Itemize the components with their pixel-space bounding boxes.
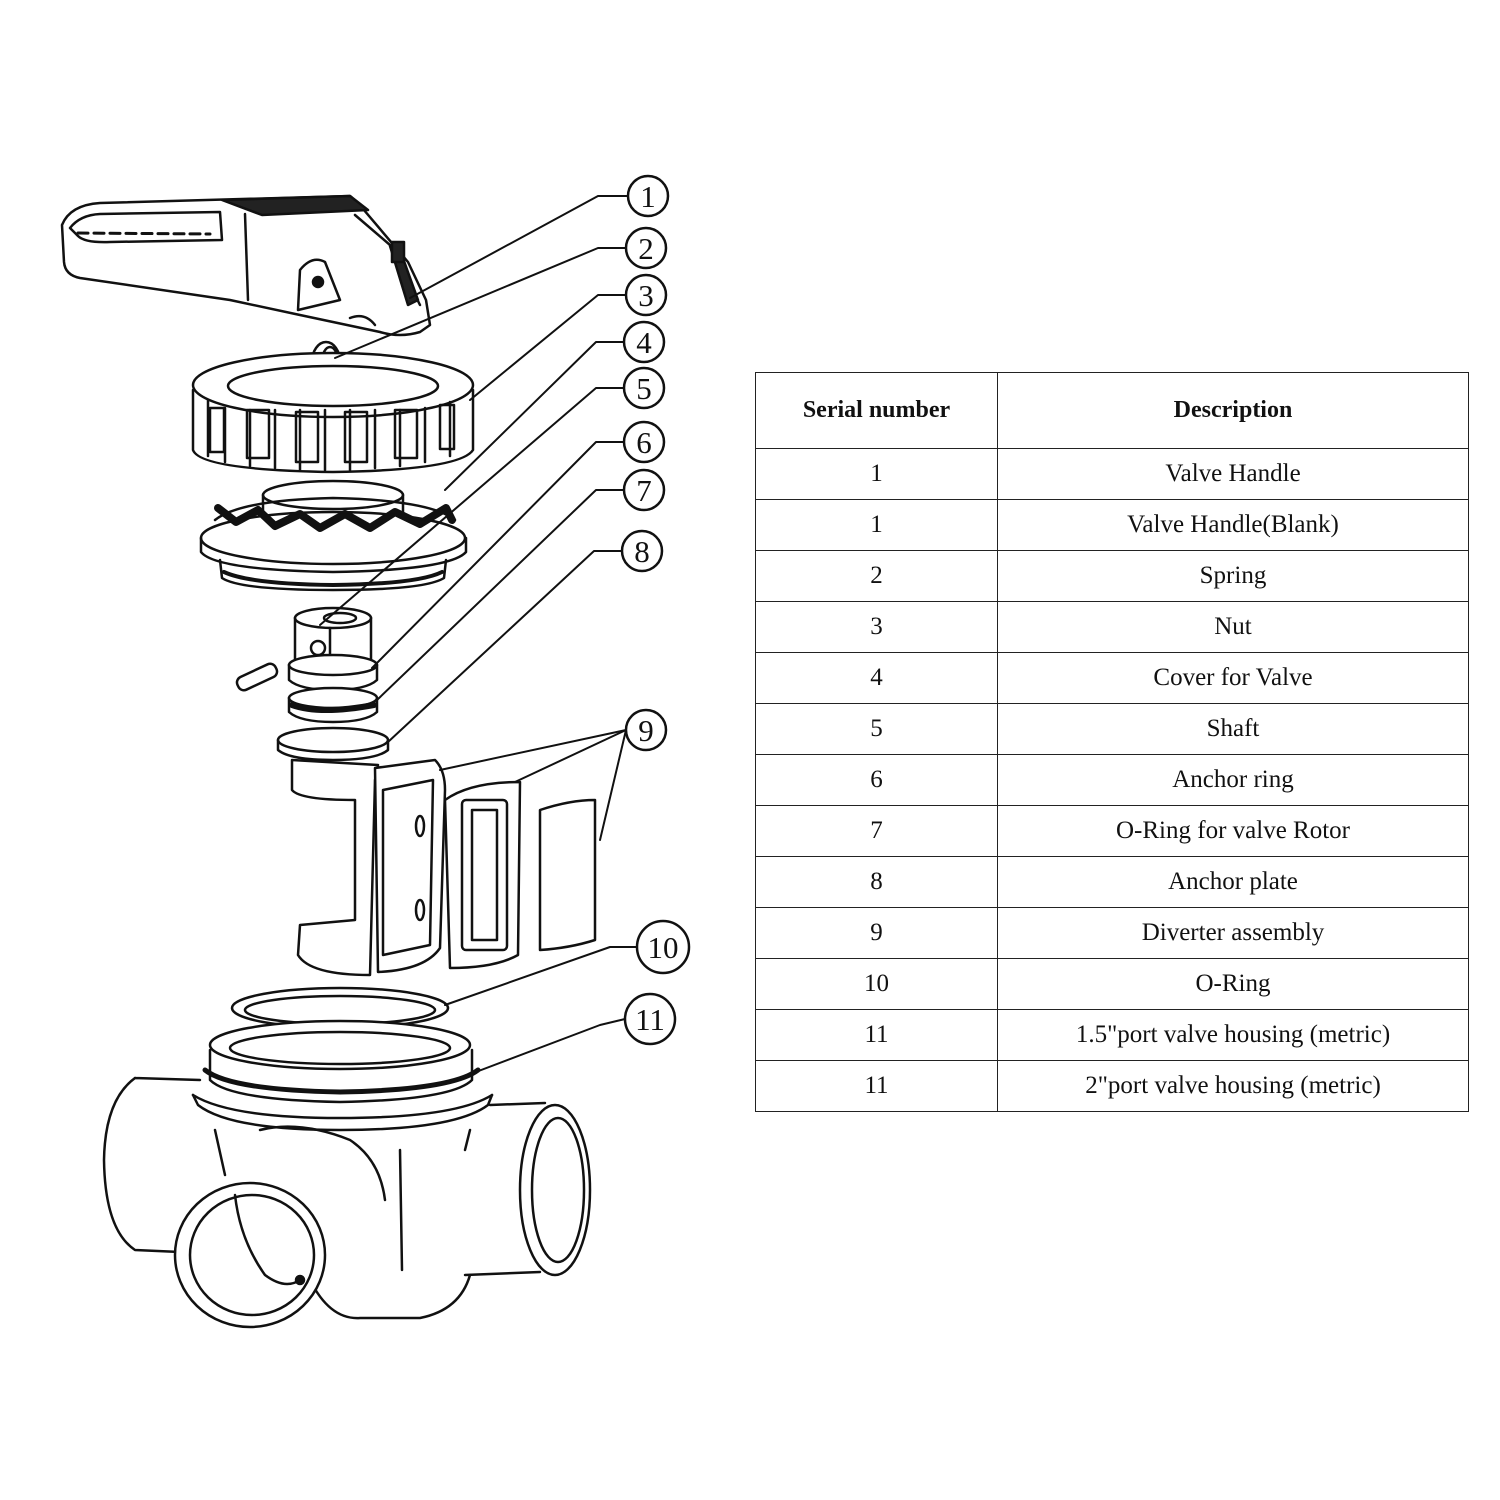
diverter-assembly-drawing: [290, 758, 597, 977]
nut-drawing: [191, 351, 475, 474]
table-header-row: Serial number Description: [755, 372, 1469, 449]
description-cell: Cover for Valve: [997, 652, 1469, 704]
serial-cell: 6: [755, 754, 998, 806]
callout-number: 5: [636, 371, 652, 406]
serial-cell: 11: [755, 1060, 998, 1112]
callout-number: 7: [636, 473, 652, 508]
callout-6: 6: [622, 420, 666, 464]
serial-cell: 11: [755, 1009, 998, 1061]
callout-10: 10: [635, 919, 691, 975]
leader-lines: [319, 195, 638, 1076]
serial-cell: 1: [755, 499, 998, 551]
callout-number: 2: [638, 231, 654, 266]
description-cell: Spring: [997, 550, 1469, 602]
shaft-drawing: [235, 606, 373, 692]
description-cell: 2"port valve housing (metric): [997, 1060, 1469, 1112]
description-cell: Shaft: [997, 703, 1469, 755]
description-cell: Valve Handle: [997, 448, 1469, 500]
callout-number: 9: [638, 713, 654, 748]
serial-number-header: Serial number: [755, 372, 998, 449]
anchor-ring-drawing: [287, 653, 379, 692]
callout-5: 5: [622, 366, 666, 410]
callout-2: 2: [624, 226, 668, 270]
description-cell: Anchor plate: [997, 856, 1469, 908]
serial-cell: 8: [755, 856, 998, 908]
serial-cell: 2: [755, 550, 998, 602]
description-cell: Anchor ring: [997, 754, 1469, 806]
description-cell: Nut: [997, 601, 1469, 653]
callout-number: 6: [636, 425, 652, 460]
anchor-plate-drawing: [276, 726, 390, 762]
rotor-o-ring-drawing: [287, 686, 379, 724]
description-header: Description: [997, 372, 1469, 449]
callout-number: 3: [638, 278, 654, 313]
serial-cell: 10: [755, 958, 998, 1010]
valve-handle-drawing: [60, 194, 432, 337]
description-cell: Diverter assembly: [997, 907, 1469, 959]
description-cell: 1.5"port valve housing (metric): [997, 1009, 1469, 1061]
valve-housing-drawing: [102, 1019, 592, 1329]
callout-8: 8: [620, 529, 664, 573]
callout-7: 7: [622, 468, 666, 512]
callout-3: 3: [624, 273, 668, 317]
serial-cell: 4: [755, 652, 998, 704]
serial-cell: 1: [755, 448, 998, 500]
callout-number: 4: [636, 325, 652, 360]
description-cell: O-Ring: [997, 958, 1469, 1010]
callout-4: 4: [622, 320, 666, 364]
callout-number: 8: [634, 534, 650, 569]
serial-cell: 7: [755, 805, 998, 857]
callout-1: 1: [626, 174, 670, 218]
valve-cover-drawing: [199, 479, 468, 592]
callout-11: 11: [623, 992, 677, 1046]
callout-number: 1: [640, 179, 656, 214]
callout-number: 11: [635, 1002, 665, 1037]
serial-cell: 9: [755, 907, 998, 959]
description-cell: Valve Handle(Blank): [997, 499, 1469, 551]
serial-cell: 3: [755, 601, 998, 653]
serial-cell: 5: [755, 703, 998, 755]
description-cell: O-Ring for valve Rotor: [997, 805, 1469, 857]
callout-number: 10: [648, 930, 679, 965]
callout-9: 9: [624, 708, 668, 752]
